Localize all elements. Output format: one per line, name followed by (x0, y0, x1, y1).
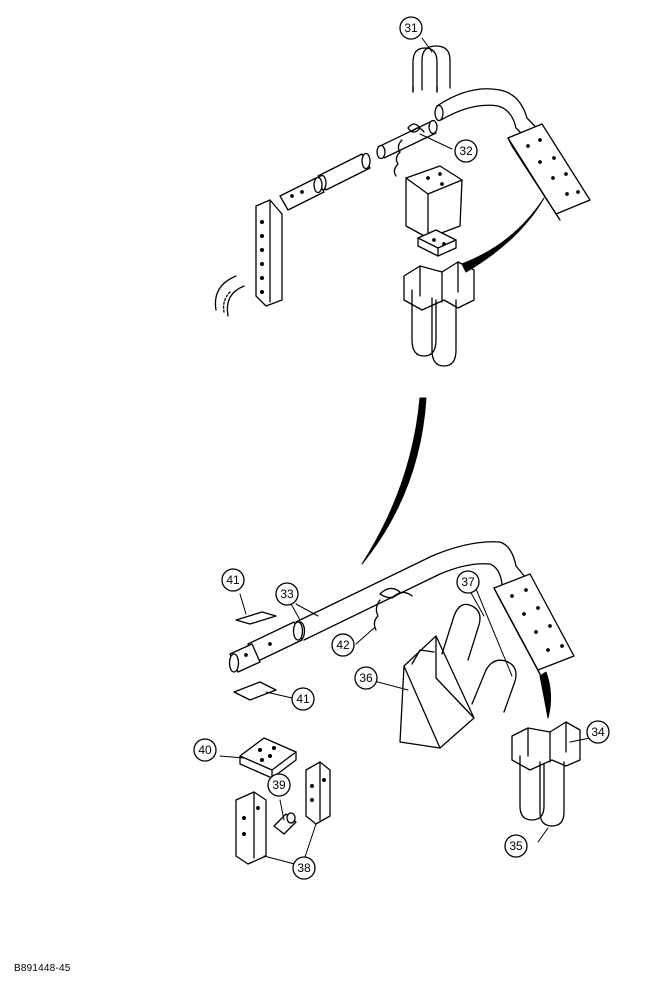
upper-clamp (403, 261, 475, 367)
callout-37: 37 (456, 570, 480, 594)
svg-text:34: 34 (591, 725, 605, 739)
callout-32: 32 (454, 139, 478, 163)
callout-39: 39 (267, 773, 291, 797)
lower-clamp (511, 721, 581, 827)
upper-foot-plate (507, 123, 591, 221)
callout-35: 35 (504, 834, 528, 858)
lower-brackets (235, 761, 331, 865)
callout-41-lower: 41 (291, 687, 315, 711)
svg-text:40: 40 (198, 743, 212, 757)
upper-assembly (214, 45, 591, 367)
callout-40: 40 (193, 738, 217, 762)
lower-chain (373, 587, 413, 631)
upper-mount-block (405, 165, 463, 239)
svg-text:32: 32 (459, 144, 473, 158)
lower-assembly (228, 541, 581, 865)
lower-tubes (228, 621, 304, 673)
svg-text:41: 41 (296, 692, 310, 706)
lower-shims (233, 611, 277, 701)
callout-31: 31 (399, 16, 423, 40)
lower-u-bolts (441, 603, 517, 713)
connecting-arrow (361, 397, 427, 565)
svg-text:38: 38 (297, 861, 311, 875)
svg-text:42: 42 (336, 638, 350, 652)
upper-tubes (279, 152, 371, 211)
upper-bracket-plate (255, 199, 283, 307)
callout-41-upper: 41 (221, 568, 245, 592)
callout-36: 36 (354, 666, 378, 690)
callout-34: 34 (586, 720, 610, 744)
upper-swing-bar (434, 88, 554, 151)
callout-42: 42 (331, 633, 355, 657)
figure-id: B891448-45 (14, 963, 71, 974)
svg-text:35: 35 (509, 839, 523, 853)
svg-text:41: 41 (226, 573, 240, 587)
upper-small-plate (417, 229, 457, 257)
lower-pin (273, 812, 297, 835)
lower-plate (239, 737, 297, 779)
svg-text:36: 36 (359, 671, 373, 685)
svg-text:33: 33 (280, 587, 294, 601)
upper-arrow (461, 197, 545, 273)
lower-foot-plate (493, 573, 575, 679)
svg-text:39: 39 (272, 778, 286, 792)
callout-38: 38 (292, 856, 316, 880)
callout-33: 33 (275, 582, 299, 606)
svg-text:37: 37 (461, 575, 475, 589)
lower-arrow (539, 671, 552, 719)
upper-u-bolts (412, 45, 451, 93)
upper-pin-tube (376, 119, 438, 177)
svg-text:31: 31 (404, 21, 418, 35)
lower-angled-mount (399, 635, 475, 749)
upper-left-clip (214, 275, 245, 317)
